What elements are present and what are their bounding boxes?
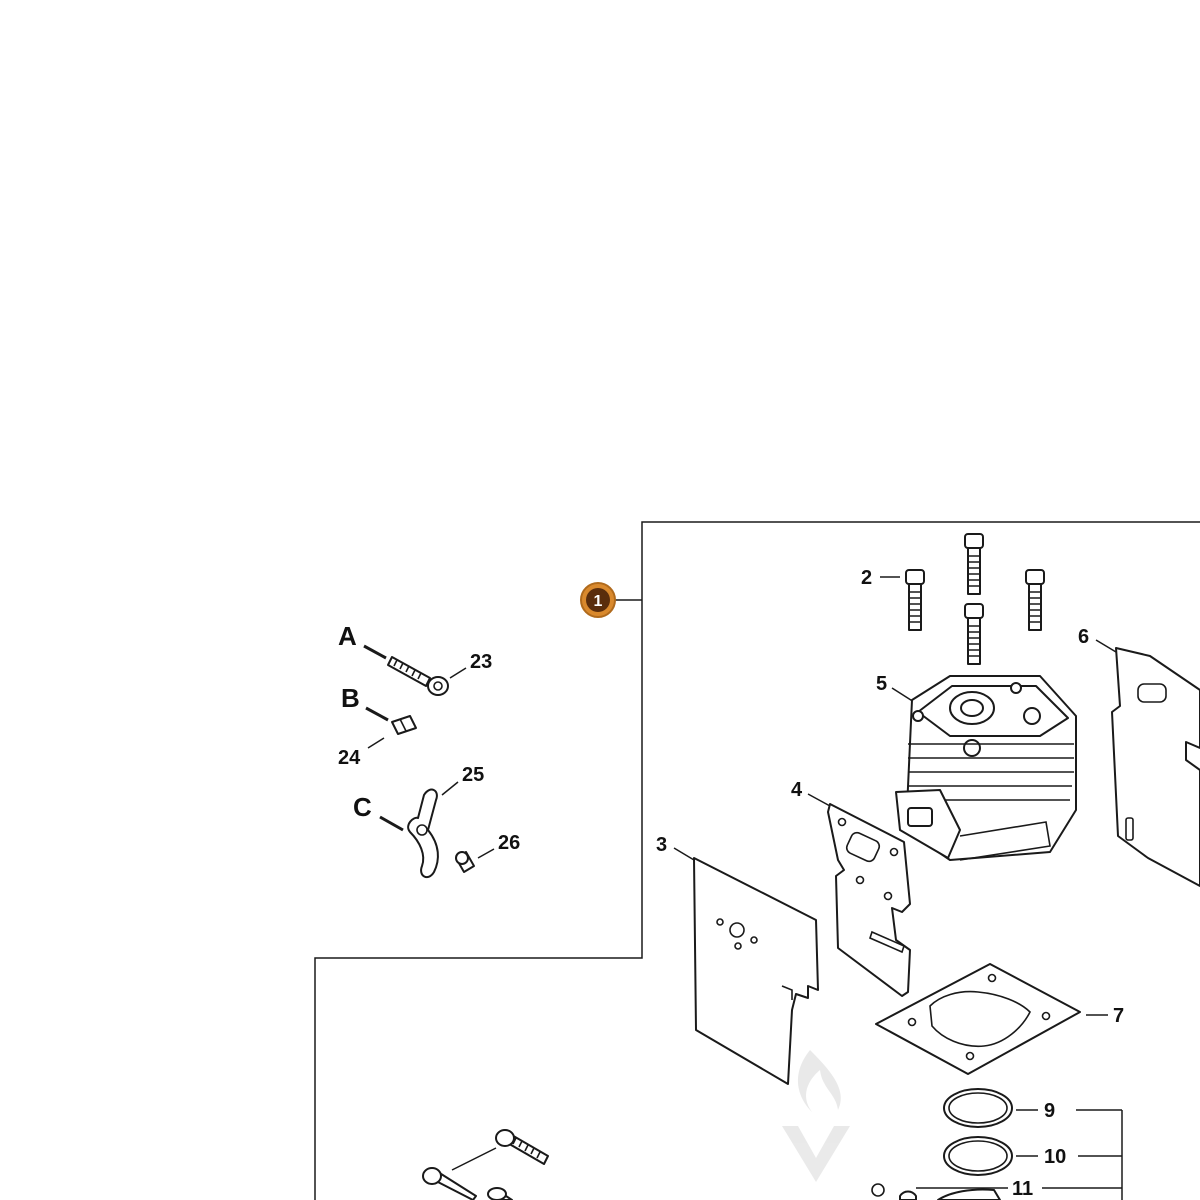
label-3: 3 [656, 834, 667, 856]
gasket-3[interactable] [693, 857, 819, 1085]
cylinder-5[interactable] [895, 675, 1077, 861]
label-7: 7 [1113, 1005, 1124, 1027]
bottom-screw[interactable] [487, 1187, 513, 1200]
screw-26[interactable] [455, 851, 475, 873]
lever-25[interactable] [407, 788, 439, 879]
bottom-screw[interactable] [495, 1129, 549, 1165]
cylinder-screw[interactable] [1025, 569, 1045, 631]
bottom-screw[interactable] [422, 1167, 477, 1200]
label-5: 5 [876, 673, 887, 695]
cylinder-screw[interactable] [964, 533, 984, 595]
flame-logo-watermark-icon [782, 1050, 850, 1182]
label-6: 6 [1078, 626, 1089, 648]
label-9: 9 [1044, 1100, 1055, 1122]
label-24: 24 [338, 747, 361, 769]
callout-1[interactable]: 1 [580, 582, 642, 618]
label-4: 4 [791, 779, 803, 801]
letter-c: C [353, 792, 372, 822]
letter-a: A [338, 621, 357, 651]
piston-ring-10[interactable] [943, 1136, 1013, 1176]
callout-1-label: 1 [594, 593, 603, 610]
assembly-frame [314, 521, 1200, 1200]
label-11: 11 [1012, 1178, 1033, 1200]
label-2: 2 [861, 567, 872, 589]
piston-11[interactable] [899, 1188, 1001, 1200]
cylinder-screw[interactable] [964, 603, 984, 665]
label-25: 25 [462, 764, 484, 786]
label-23: 23 [470, 651, 492, 673]
nut-24[interactable] [391, 715, 417, 735]
label-10: 10 [1044, 1146, 1066, 1168]
circlip[interactable] [871, 1183, 885, 1197]
label-26: 26 [498, 832, 520, 854]
letter-b: B [341, 683, 360, 713]
cylinder-screw[interactable] [905, 569, 925, 631]
gasket-4[interactable] [827, 803, 911, 997]
base-gasket-7[interactable] [875, 963, 1081, 1075]
screw-23[interactable] [387, 656, 449, 696]
piston-ring-9[interactable] [943, 1088, 1013, 1128]
heat-shield-6[interactable] [1111, 647, 1200, 887]
